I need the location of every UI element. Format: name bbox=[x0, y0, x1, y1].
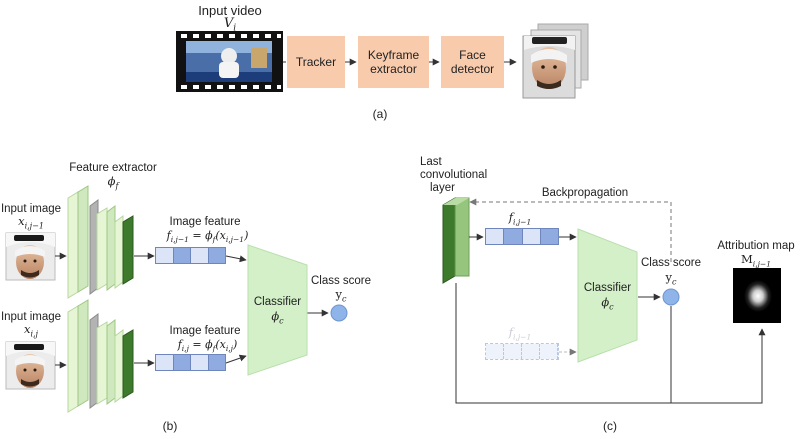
attribution-map-title: Attribution map bbox=[717, 240, 795, 252]
keyframe-extractor-box: Keyframe extractor bbox=[358, 36, 429, 88]
feature-cell bbox=[486, 344, 504, 359]
faded-feature-vector-c bbox=[485, 343, 559, 360]
feature-vector-2 bbox=[155, 354, 226, 371]
caption-a: (a) bbox=[372, 107, 388, 121]
last-conv-layer-block bbox=[442, 197, 470, 284]
classifier-trapezoid-c bbox=[577, 228, 638, 363]
input-image-label-1: Input image bbox=[0, 203, 62, 215]
feature-cell bbox=[191, 355, 209, 370]
caption-b: (b) bbox=[162, 419, 178, 433]
feature-cell bbox=[208, 248, 225, 263]
feature-cell bbox=[156, 355, 174, 370]
feature-cell bbox=[522, 229, 541, 244]
feature-extractor-symbol: ϕf bbox=[107, 174, 119, 191]
tracker-box: Tracker bbox=[287, 36, 345, 88]
caption-c: (c) bbox=[603, 419, 617, 433]
last-layer-title-3: layer bbox=[430, 182, 455, 194]
classifier-trapezoid-b bbox=[247, 244, 308, 376]
feature-cell bbox=[191, 248, 209, 263]
attribution-map-symbol: Mi,j−1 bbox=[741, 252, 771, 269]
input-image-var-2: xi,j bbox=[23, 322, 39, 339]
feature-cell bbox=[504, 229, 523, 244]
input-image-label-2: Input image bbox=[0, 311, 62, 323]
image-feature-eq-1: fi,j−1 = ϕf(xi,j−1) bbox=[166, 229, 249, 245]
class-score-node-c bbox=[662, 288, 680, 306]
class-score-title-c: Class score bbox=[640, 257, 702, 269]
class-score-symbol-b: yc bbox=[335, 287, 347, 304]
faded-feature-symbol-c: fi,j−1 bbox=[508, 325, 532, 342]
input-video-title: Input video bbox=[198, 3, 262, 18]
class-score-symbol-c: yc bbox=[665, 270, 677, 287]
feature-cell bbox=[540, 344, 558, 359]
feature-vector-c bbox=[485, 228, 559, 245]
feature-cell bbox=[522, 344, 540, 359]
feature-cell bbox=[208, 355, 225, 370]
classifier-title-c: Classifier bbox=[583, 282, 632, 294]
class-score-title-b: Class score bbox=[310, 275, 372, 287]
feature-extractor-stack-2 bbox=[67, 299, 134, 413]
classifier-title-b: Classifier bbox=[253, 296, 302, 308]
classifier-symbol-b: ϕc bbox=[271, 309, 284, 326]
feature-cell bbox=[173, 355, 191, 370]
feature-symbol-c: fi,j−1 bbox=[508, 210, 532, 227]
classifier-symbol-c: ϕc bbox=[601, 295, 614, 312]
face-detector-box: Face detector bbox=[441, 36, 504, 88]
backpropagation-label: Backpropagation bbox=[541, 187, 629, 199]
feature-cell bbox=[540, 229, 558, 244]
input-face-2 bbox=[5, 341, 56, 390]
backprop-path bbox=[469, 198, 672, 262]
feature-cell bbox=[486, 229, 505, 244]
detected-faces-stack bbox=[522, 23, 589, 99]
input-video-symbol: Vi bbox=[223, 16, 237, 34]
feature-extractor-title: Feature extractor bbox=[69, 162, 157, 174]
class-score-node-b bbox=[330, 304, 348, 322]
attribution-path bbox=[455, 283, 766, 404]
feature-cell bbox=[156, 248, 174, 263]
image-feature-title-2: Image feature bbox=[169, 325, 241, 337]
image-feature-title-1: Image feature bbox=[169, 216, 241, 228]
film-strip-icon bbox=[176, 31, 283, 92]
last-layer-title-1: Last bbox=[420, 156, 442, 168]
image-feature-eq-2: fi,j = ϕf(xi,j) bbox=[177, 338, 238, 354]
input-image-var-1: xi,j−1 bbox=[18, 214, 44, 231]
last-layer-title-2: convolutional bbox=[420, 169, 488, 181]
feature-cell bbox=[504, 344, 522, 359]
feature-cell bbox=[173, 248, 191, 263]
attribution-map-image bbox=[733, 268, 781, 323]
feature-vector-1 bbox=[155, 247, 226, 264]
feature-extractor-stack-1 bbox=[67, 185, 134, 299]
input-face-1 bbox=[5, 232, 56, 281]
